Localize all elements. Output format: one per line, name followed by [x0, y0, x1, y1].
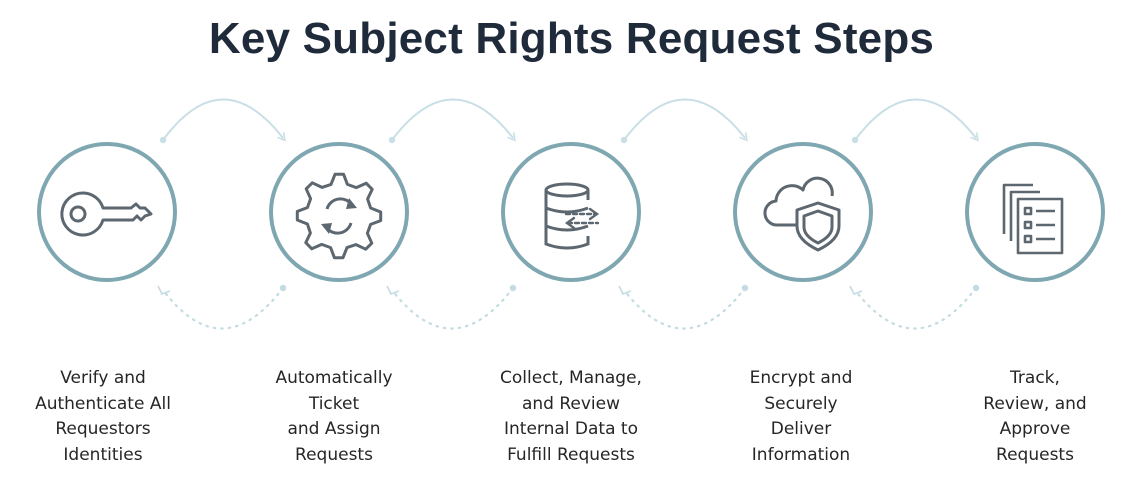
- step-label-ticket: Automatically Ticket and Assign Requests: [234, 366, 434, 468]
- step-label-collect: Collect, Manage, and Review Internal Dat…: [471, 366, 671, 468]
- label-line: Requests: [996, 444, 1074, 465]
- label-line: Requests: [295, 444, 373, 465]
- sync-arrowheads: [321, 198, 357, 234]
- page-title: Key Subject Rights Request Steps: [208, 14, 935, 63]
- label-line: Identities: [63, 444, 143, 465]
- return-arrows: [161, 286, 978, 330]
- return-arrow-2: [390, 286, 515, 330]
- step-circle-2: [269, 142, 409, 282]
- return-arrow-1: [161, 286, 285, 330]
- label-line: and Review: [521, 393, 621, 414]
- step-circle-1: [37, 142, 177, 282]
- label-line: Encrypt and: [749, 368, 853, 388]
- return-arrowheads: [157, 285, 863, 296]
- forward-arrow-1: [162, 98, 286, 142]
- return-arrow-4: [853, 286, 978, 330]
- label-line: Deliver: [770, 419, 832, 439]
- label-line: Approve: [999, 419, 1071, 439]
- label-line: Ticket: [308, 393, 360, 414]
- label-line: Review, and: [983, 393, 1087, 414]
- step-label-track: Track, Review, and Approve Requests: [935, 366, 1135, 468]
- documents-checklist-icon: [1002, 183, 1064, 255]
- label-line: Fulfill Requests: [507, 444, 635, 465]
- cloud-shield-icon: [763, 176, 841, 252]
- database-transfer-icon: [544, 182, 590, 250]
- step-label-verify: Verify and Authenticate All Requestors I…: [3, 366, 203, 468]
- label-line: Securely: [764, 393, 838, 414]
- forward-arrow-3: [623, 98, 748, 142]
- forward-arrow-2: [391, 98, 516, 142]
- forward-arrows: [162, 98, 979, 142]
- forward-arrow-tails: [159, 136, 859, 144]
- forward-arrow-4: [854, 98, 979, 142]
- step-label-encrypt: Encrypt and Securely Deliver Information: [701, 366, 901, 468]
- return-arrow-tails: [279, 284, 980, 292]
- key-icon: [60, 191, 153, 237]
- return-arrow-3: [622, 286, 747, 330]
- step-circles: [37, 142, 1105, 282]
- transfer-arrows-icon: [564, 207, 600, 230]
- label-line: Collect, Manage,: [500, 368, 642, 388]
- label-line: Verify and: [60, 368, 146, 388]
- label-line: Automatically: [275, 368, 393, 388]
- label-line: and Assign: [287, 419, 381, 439]
- label-line: Track,: [1010, 368, 1060, 388]
- label-line: Authenticate All: [35, 393, 171, 414]
- label-line: Requestors: [55, 419, 151, 439]
- label-line: Internal Data to: [504, 419, 638, 439]
- label-line: Information: [751, 444, 851, 465]
